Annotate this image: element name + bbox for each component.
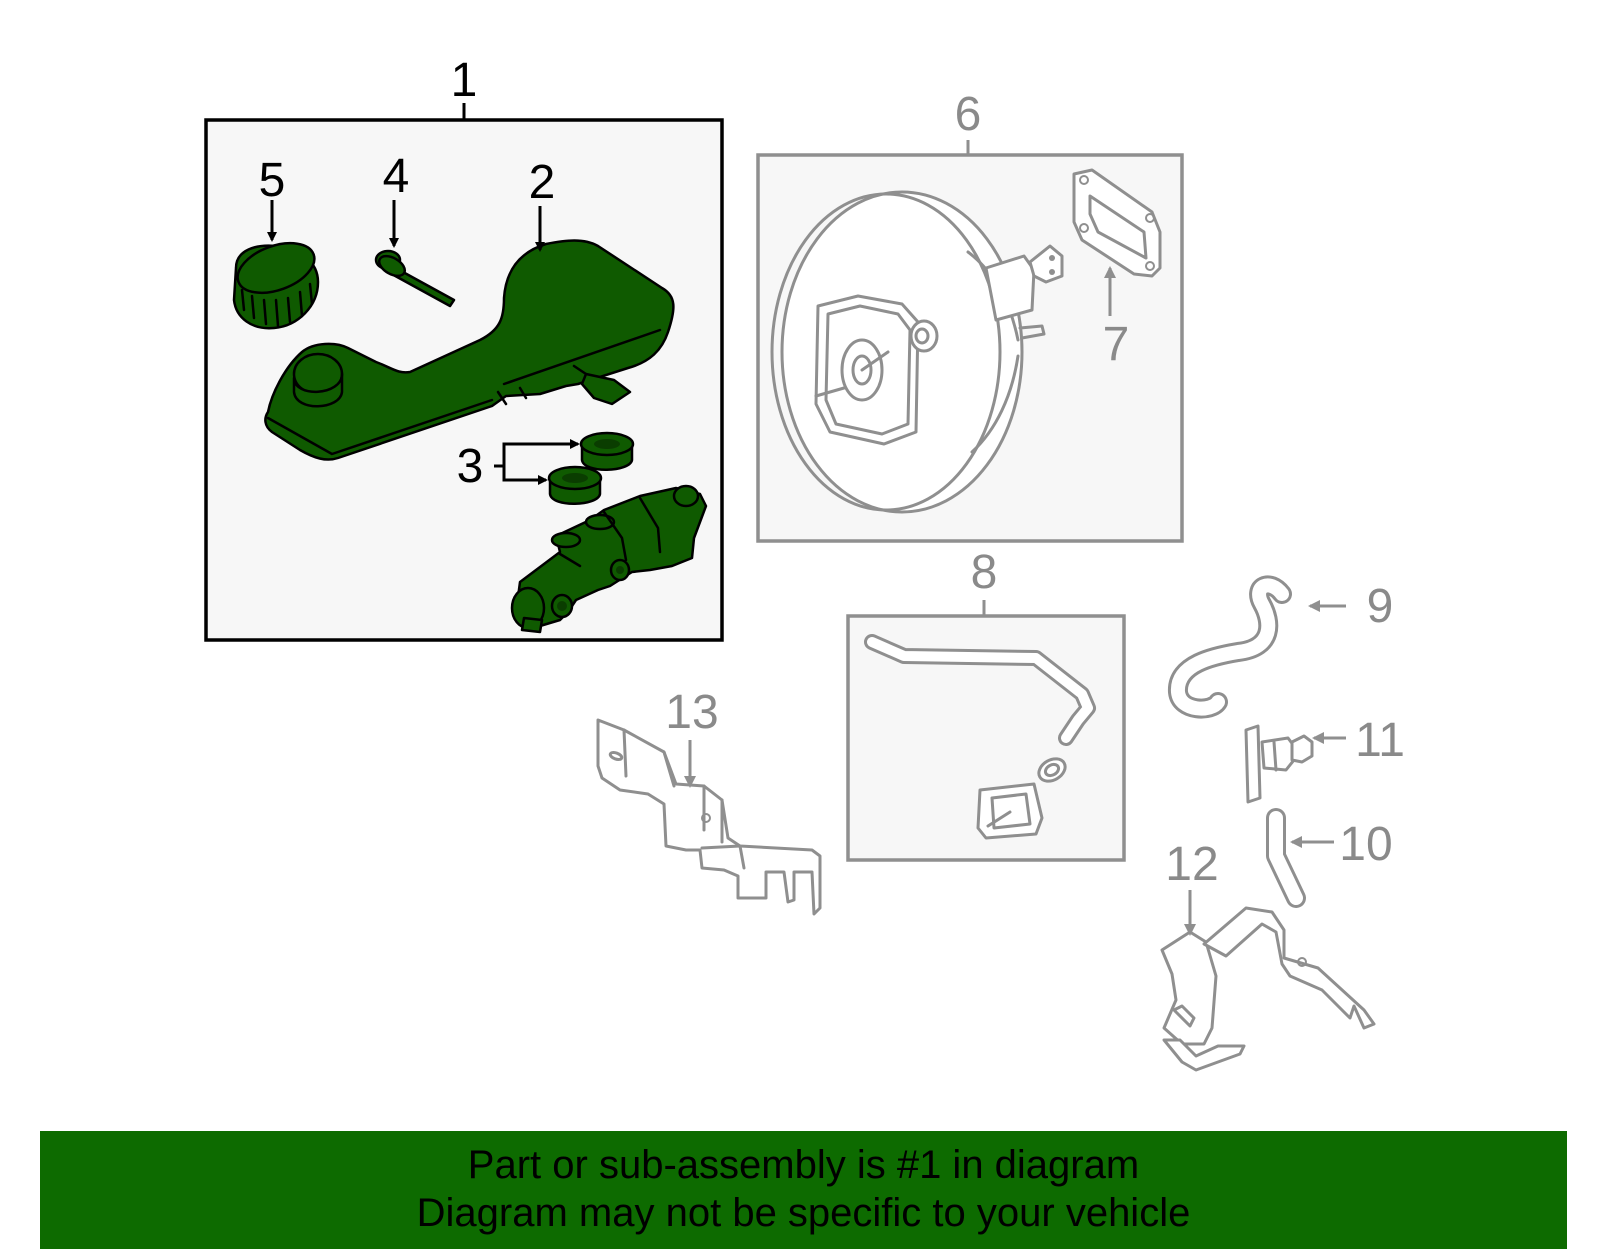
gasket-part-7[interactable] <box>1072 168 1162 278</box>
arrow-3b <box>502 466 548 485</box>
master-cylinder-body[interactable] <box>510 484 708 634</box>
callout-13: 13 <box>665 686 718 739</box>
banner-line-1: Part or sub-assembly is #1 in diagram <box>467 1143 1140 1187</box>
callout-7: 7 <box>1103 318 1130 371</box>
reservoir-part-2[interactable] <box>264 239 675 461</box>
callout-4: 4 <box>383 150 410 203</box>
banner-line-2: Diagram may not be specific to your vehi… <box>416 1191 1191 1235</box>
callout-3: 3 <box>457 440 484 493</box>
bracket-part-12[interactable] <box>1160 906 1376 1072</box>
arrow-3a <box>494 439 580 468</box>
callout-6: 6 <box>955 88 982 141</box>
callout-10: 10 <box>1339 818 1392 871</box>
callout-11: 11 <box>1355 714 1405 767</box>
hose-part-9[interactable] <box>1168 575 1292 719</box>
grommet-part-3a[interactable] <box>579 431 635 471</box>
parts-diagram: 1 5 4 2 3 <box>204 54 1405 1072</box>
grommet-part-3b[interactable] <box>547 465 603 505</box>
callout-8: 8 <box>971 546 998 599</box>
callout-2: 2 <box>529 156 556 209</box>
callout-9: 9 <box>1367 580 1394 633</box>
vacuum-hose-part-8[interactable] <box>864 634 1096 840</box>
check-valve-part-11[interactable] <box>1244 724 1314 804</box>
hose-part-10[interactable] <box>1266 808 1306 908</box>
bracket-part-13[interactable] <box>596 718 822 916</box>
callout-1: 1 <box>451 54 478 107</box>
callout-5: 5 <box>259 154 286 207</box>
callout-12: 12 <box>1165 838 1218 891</box>
retaining-pin-part-4[interactable] <box>374 249 456 308</box>
reservoir-cap-part-5[interactable] <box>231 234 321 330</box>
brake-booster-part-6[interactable] <box>770 190 1064 514</box>
info-banner: Part or sub-assembly is #1 in diagram Di… <box>40 1131 1567 1249</box>
